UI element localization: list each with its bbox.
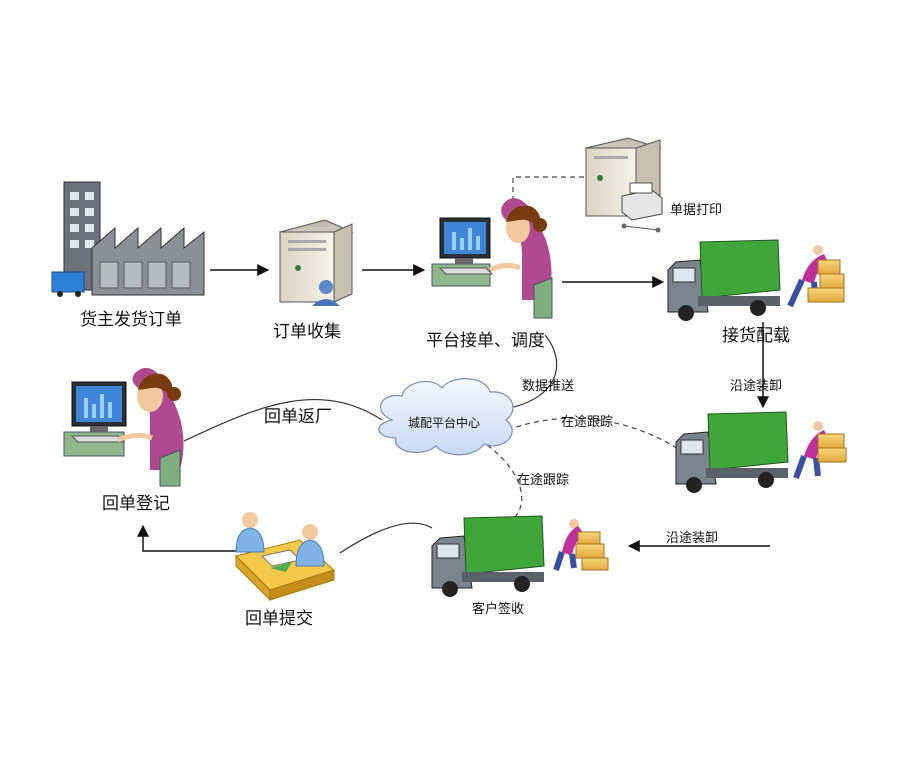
server-icon <box>278 219 354 303</box>
node-label-receipt-submit: 回单提交 <box>245 609 313 629</box>
edge-label-unload-horizontal: 沿途装卸 <box>666 531 719 546</box>
worker-delivering-icon <box>553 519 609 571</box>
node-label-pickup-load: 接货配载 <box>722 326 790 346</box>
printer-server-icon <box>584 137 663 233</box>
node-label-receipt-register: 回单登记 <box>102 494 170 514</box>
factory-icon <box>51 181 205 297</box>
handover-meeting-icon <box>235 512 335 602</box>
dashed-cloud-to-truck <box>507 417 681 451</box>
worker-with-boxes-icon <box>787 245 845 308</box>
node-label-customer-sign: 客户签收 <box>472 602 525 617</box>
arrow-submit-to-register <box>137 524 236 552</box>
register-workstation-icon <box>63 367 184 487</box>
edge-label-tracking-right: 在途跟踪 <box>561 415 614 430</box>
worker-unloading-icon <box>793 421 847 480</box>
truck-customer-icon <box>431 515 545 597</box>
cloud-icon <box>378 378 514 456</box>
node-label-center: 城配平台中心 <box>408 416 481 430</box>
dispatcher-workstation-icon <box>431 198 553 319</box>
truck-transit-icon <box>675 411 789 493</box>
edge-label-unload-vertical: 沿途装卸 <box>730 379 783 394</box>
node-label-shipper-order: 货主发货订单 <box>80 310 182 330</box>
node-label-order-collect: 订单收集 <box>273 322 341 342</box>
dashed-cloud-to-customer <box>479 439 523 521</box>
edge-label-tracking-bottom: 在途跟踪 <box>517 473 570 488</box>
curve-cloud-to-register <box>183 399 383 442</box>
curve-dispatch-to-cloud <box>504 334 558 410</box>
node-label-platform-dispatch: 平台接单、调度 <box>426 331 545 351</box>
truck-pickup-icon <box>667 239 781 321</box>
node-label-receipt-print: 单据打印 <box>670 203 723 218</box>
curve-submit-to-customer <box>339 522 433 554</box>
edge-label-data-push: 数据推送 <box>522 379 575 394</box>
edge-label-return-factory: 回单返厂 <box>264 407 332 427</box>
user-icon <box>312 280 340 306</box>
